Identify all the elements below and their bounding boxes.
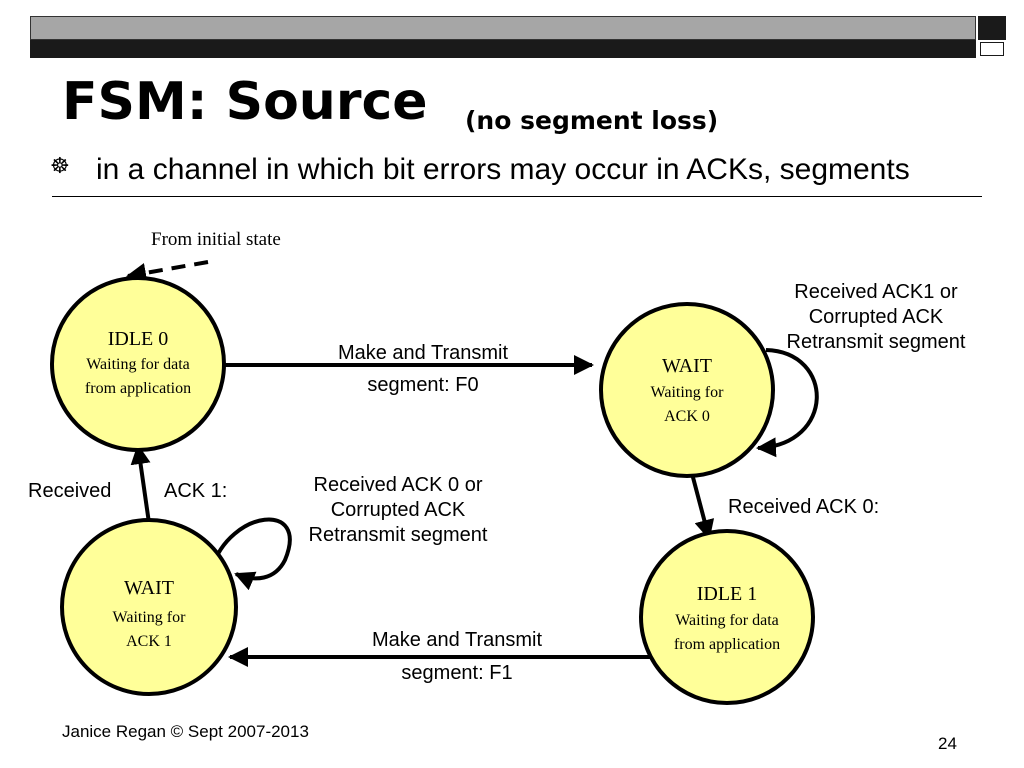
slide-title: FSM: Source [62,72,428,132]
label-idle1-to-wait1-line2: segment: F1 [401,662,512,684]
state-wait-1: WAIT Waiting for ACK 1 [60,518,238,696]
label-wait1-self-line2: Corrupted ACK [331,499,466,521]
header-decoration-bar [30,16,1006,58]
state-wait-1-line2: ACK 1 [126,633,172,650]
label-wait0-self-line3: Retransmit segment [787,331,966,353]
initial-state-label: From initial state [151,229,281,250]
label-wait0-to-idle1: Received ACK 0: [728,496,879,518]
state-idle-1-name: IDLE 1 [697,583,758,605]
state-wait-1-line1: Waiting for [113,609,187,626]
divider-line [52,196,982,197]
self-loop-wait1 [210,517,292,591]
header-grey-bar [30,16,976,40]
state-idle-0: IDLE 0 Waiting for data from application [50,276,226,452]
header-black-bar [30,40,976,58]
wheel-bullet-icon: ☸ [50,154,70,179]
initial-state-arrow [126,260,209,283]
transition-arrow-wait0-to-idle1 [688,465,715,540]
label-idle1-to-wait1-line1: Make and Transmit [372,629,543,651]
label-wait0-self-line1: Received ACK1 or [794,281,958,303]
state-idle-1-line2: from application [674,636,780,653]
bullet-text: in a channel in which bit errors may occ… [96,153,910,186]
label-wait1-self-line1: Received ACK 0 or [314,474,483,496]
state-wait-1-name: WAIT [124,577,174,599]
label-wait1-to-idle0-part1: Received [28,480,111,502]
slide-subtitle: (no segment loss) [465,106,719,135]
self-loop-wait0 [756,348,819,458]
label-wait1-to-idle0-part2: ACK 1: [164,480,227,502]
footer-page-number: 24 [938,734,957,753]
state-idle-0-line2: from application [85,380,191,397]
header-black-square [978,16,1006,40]
state-idle-0-name: IDLE 0 [108,328,169,350]
footer-author: Janice Regan © Sept 2007-2013 [62,722,309,741]
label-idle0-to-wait0-line2: segment: F0 [367,374,478,396]
state-idle-1-line1: Waiting for data [675,612,779,629]
state-idle-1: IDLE 1 Waiting for data from application [639,529,815,705]
transition-arrow-wait1-to-idle0 [130,444,152,531]
state-wait-0: WAIT Waiting for ACK 0 [599,302,775,478]
state-wait-0-line2: ACK 0 [664,408,710,425]
header-white-square [980,42,1004,56]
label-wait1-self-line3: Retransmit segment [309,524,488,546]
state-wait-0-line1: Waiting for [651,384,725,401]
label-idle0-to-wait0-line1: Make and Transmit [338,342,509,364]
label-wait0-self-line2: Corrupted ACK [809,306,944,328]
state-idle-0-line1: Waiting for data [86,356,190,373]
state-wait-0-name: WAIT [662,355,712,377]
